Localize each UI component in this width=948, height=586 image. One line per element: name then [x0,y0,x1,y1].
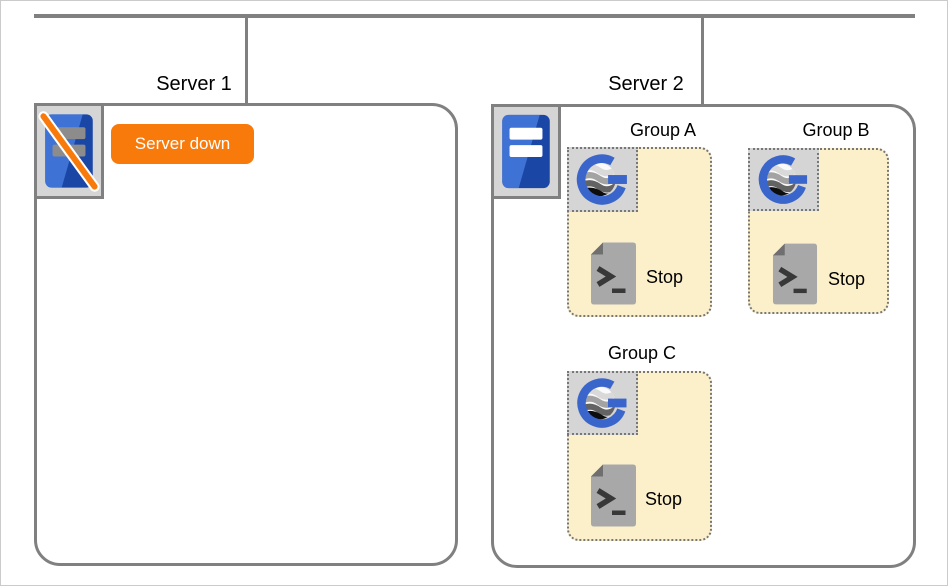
group-b-logo-tile [748,148,819,211]
shell-script-glyph [591,242,636,305]
g-globe-logo-icon [576,378,626,428]
shell-script-icon [772,242,818,306]
server1-box [34,103,458,566]
server-down-icon [34,103,104,199]
server-icon [491,104,561,199]
group-a-label: Group A [629,120,697,140]
group-b-action-label: Stop [828,269,866,289]
server-down-glyph [38,111,100,192]
group-c-action-label: Stop [645,489,683,509]
shell-script-icon [590,241,637,306]
server-down-badge: Server down [111,124,254,164]
group-a-action-label: Stop [646,267,684,287]
connector-server1 [245,18,248,104]
group-c-label: Group C [607,343,677,363]
g-globe-logo-icon [758,155,807,204]
shell-script-glyph [772,243,818,305]
group-b-label: Group B [802,120,870,140]
server2-label: Server 2 [608,73,684,95]
network-bus-line [34,14,915,18]
group-a-logo-tile [567,147,638,212]
server-glyph [502,114,550,189]
connector-server2 [701,18,704,105]
shell-script-icon [590,463,637,528]
group-c-logo-tile [567,371,638,435]
g-globe-logo-icon [576,154,627,205]
server1-label: Server 1 [156,73,232,95]
shell-script-glyph [591,464,636,527]
